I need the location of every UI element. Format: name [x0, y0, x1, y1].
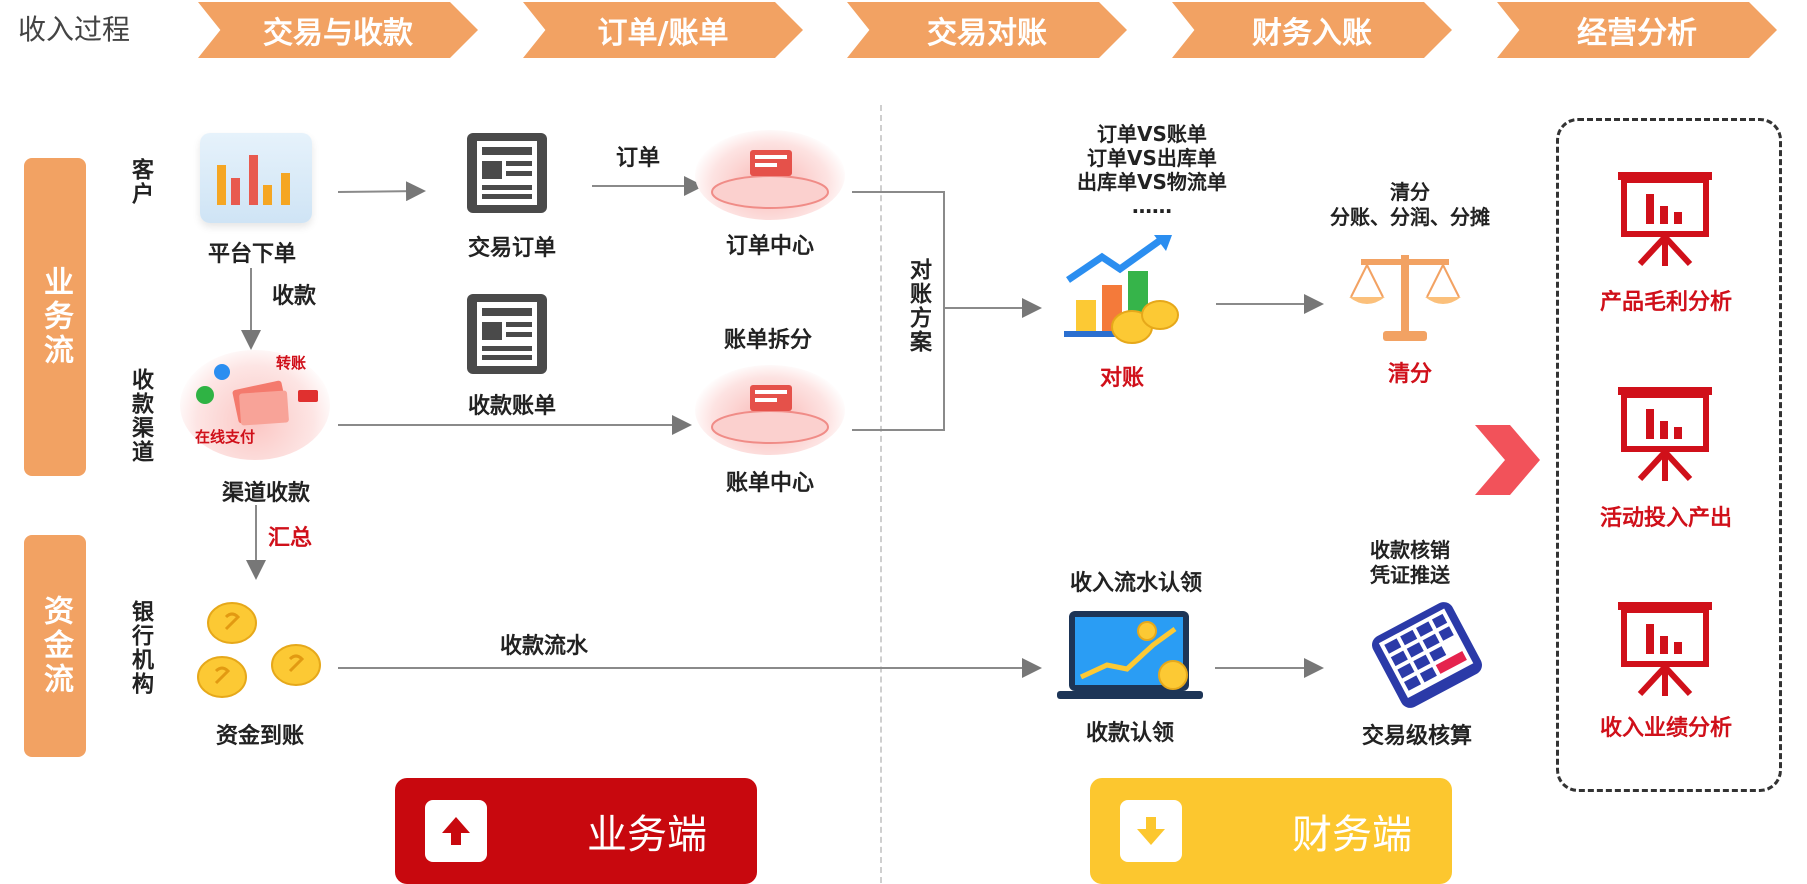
- bill-split-label: 账单拆分: [724, 328, 813, 353]
- platform-order-label: 平台下单: [208, 242, 297, 267]
- recon-notes: 订单VS账单 订单VS出库单 出库单VS物流单 ……: [1052, 122, 1252, 218]
- bank-flow-edge-label: 收款流水: [500, 634, 589, 659]
- presentation-board-icon: [1610, 383, 1720, 487]
- writeoff-note: 收款核销: [1370, 538, 1450, 562]
- order-center-label: 订单中心: [726, 234, 815, 259]
- stage-reconcile: 交易对账: [847, 2, 1127, 58]
- hub-icon: [695, 365, 845, 455]
- laptop-growth-icon: [1055, 605, 1205, 709]
- bill-center-label: 账单中心: [726, 471, 815, 496]
- recon-scheme-label: 对账方案: [906, 258, 931, 354]
- funds-arrival-label: 资金到账: [216, 724, 305, 749]
- growth-chart-icon: [1062, 235, 1192, 354]
- trade-accounting-label: 交易级核算: [1362, 724, 1473, 749]
- online-pay-badge: 在线支付: [195, 428, 256, 446]
- stage-finance-entry: 财务入账: [1172, 2, 1452, 58]
- analysis-item-revenue-performance: 收入业绩分析: [1599, 716, 1732, 741]
- coins-icon: [190, 595, 340, 709]
- hub-icon: [695, 130, 845, 220]
- analysis-item-gross-margin: 产品毛利分析: [1599, 290, 1732, 315]
- chevron-right-icon: [1470, 425, 1540, 499]
- stage-order-bill: 订单/账单: [523, 2, 803, 58]
- bar-chart-icon: [200, 133, 312, 223]
- recon-note: 出库单VS物流单: [1077, 170, 1227, 194]
- clearing-note: 清分: [1390, 180, 1430, 204]
- clearing-notes: 清分 分账、分润、分摊: [1310, 180, 1510, 230]
- collect-edge-label: 收款: [272, 284, 317, 309]
- payment-channels-icon: 转账 在线支付: [180, 350, 330, 460]
- row-label-channel: 收款渠道: [128, 368, 153, 464]
- business-flow-tag: 业务流: [24, 158, 86, 476]
- claim-note: 收入流水认领: [1070, 571, 1203, 596]
- stage-analysis: 经营分析: [1497, 2, 1777, 58]
- presentation-board-icon: [1610, 168, 1720, 272]
- transfer-badge: 转账: [276, 354, 307, 372]
- payment-bill-label: 收款账单: [468, 394, 557, 419]
- stage-trade-collection: 交易与收款: [198, 2, 478, 58]
- trade-order-label: 交易订单: [468, 236, 557, 261]
- recon-note: 订单VS出库单: [1087, 146, 1217, 170]
- clearing-label: 清分: [1388, 362, 1433, 387]
- order-edge-label: 订单: [616, 146, 661, 171]
- writeoff-note: 凭证推送: [1370, 563, 1450, 587]
- analysis-item-campaign-roi: 活动投入产出: [1599, 506, 1732, 531]
- scale-icon: [1345, 245, 1465, 349]
- row-label-customer: 客户: [128, 158, 153, 206]
- document-icon: [465, 131, 557, 221]
- arrow-up-icon: [425, 800, 487, 862]
- analysis-panel: [1556, 118, 1782, 792]
- row-label-bank: 银行机构: [128, 600, 153, 696]
- finance-end-card: 财务端: [1090, 778, 1452, 884]
- page-title: 收入过程: [18, 13, 131, 46]
- document-icon: [465, 292, 557, 382]
- recon-note: ……: [1132, 194, 1172, 218]
- summary-edge-label: 汇总: [268, 526, 313, 551]
- clearing-note: 分账、分润、分摊: [1330, 205, 1490, 229]
- arrow-down-icon: [1120, 800, 1182, 862]
- business-end-card: 业务端: [395, 778, 757, 884]
- reconcile-label: 对账: [1100, 366, 1145, 391]
- finance-end-label: 财务端: [1292, 812, 1412, 858]
- writeoff-notes: 收款核销 凭证推送: [1310, 538, 1510, 588]
- presentation-board-icon: [1610, 598, 1720, 702]
- recon-note: 订单VS账单: [1097, 122, 1207, 146]
- center-divider: [880, 105, 882, 883]
- business-end-label: 业务端: [587, 812, 707, 858]
- collection-claim-label: 收款认领: [1086, 721, 1175, 746]
- channel-collect-label: 渠道收款: [222, 481, 311, 506]
- calculator-icon: [1352, 600, 1502, 714]
- funds-flow-tag: 资金流: [24, 535, 86, 757]
